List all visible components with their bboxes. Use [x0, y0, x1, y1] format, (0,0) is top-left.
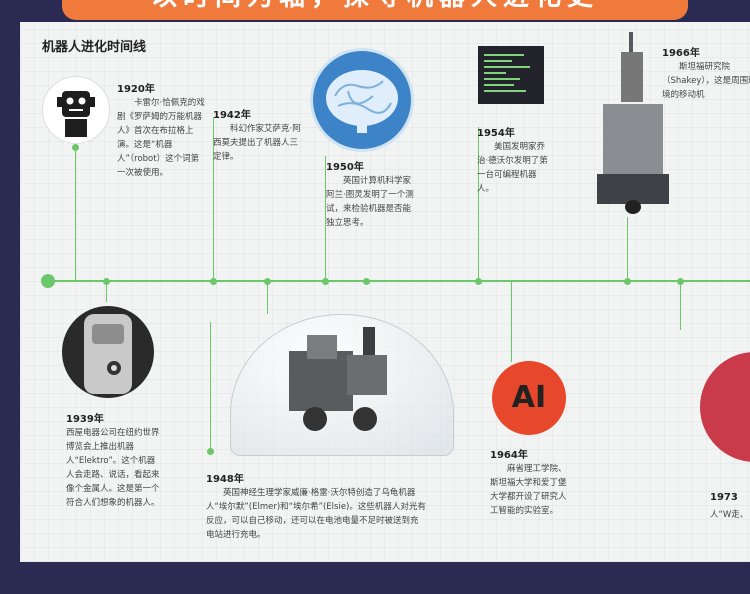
timeline-panel: 机器人进化时间线: [20, 22, 750, 562]
connector-1920: [75, 147, 76, 281]
elektro-image: [62, 306, 154, 398]
turtle-robot-icon: [289, 327, 387, 431]
year-1948: 1948年: [206, 474, 244, 485]
desc-1966: 斯坦福研究院（Shakey），这是周围环境的移动机: [662, 62, 750, 100]
axis-dot-b: [210, 278, 217, 285]
code-screen-image: [478, 46, 544, 104]
brain-icon: [326, 70, 398, 133]
connector-dot-1920: [72, 144, 79, 151]
robot-head-icon: [57, 91, 95, 137]
connector-1950: [325, 156, 326, 281]
axis-dot-g: [624, 278, 631, 285]
elektro-robot-icon: [84, 314, 132, 394]
robot-head-image: [42, 76, 110, 144]
connector-1948b: [267, 282, 268, 314]
axis-dot-h: [677, 278, 684, 285]
brain-image: [310, 48, 414, 152]
axis-dot-a: [103, 278, 110, 285]
connector-1973: [680, 282, 681, 330]
desc-1973: 人“W走、: [710, 510, 749, 520]
connector-1966: [627, 217, 628, 281]
timeline-start-dot: [41, 274, 55, 288]
desc-1942: 科幻作家艾萨克·阿西莫夫提出了机器人三定律。: [213, 124, 301, 162]
connector-1954: [478, 127, 479, 281]
axis-dot-f: [475, 278, 482, 285]
desc-1954: 美国发明家乔治·德沃尔发明了第一台可编程机器人。: [477, 142, 548, 194]
year-1942: 1942年: [213, 110, 251, 121]
timeline-axis: [46, 280, 750, 282]
year-1954: 1954年: [477, 128, 515, 139]
desc-1920: 卡雷尔·恰佩克的戏剧《罗萨姆的万能机器人》首次在布拉格上演。这是“机器人”（ro…: [117, 98, 205, 178]
year-1964: 1964年: [490, 450, 528, 461]
banner-title: 以时间为轴，探寻机器人进化史: [62, 0, 688, 20]
connector-1939: [106, 282, 107, 302]
connector-dot-1948: [207, 448, 214, 455]
shakey-robot-image: [595, 32, 671, 214]
year-1920: 1920年: [117, 84, 155, 95]
connector-1964: [511, 282, 512, 362]
desc-1948: 英国神经生理学家威廉·格雷·沃尔特创造了乌龟机器人“埃尔默”(Elmer)和“埃…: [206, 488, 426, 540]
axis-dot-c: [264, 278, 271, 285]
robot-1973-image: [700, 352, 750, 462]
year-1950: 1950年: [326, 162, 364, 173]
year-1973: 1973: [710, 492, 738, 503]
desc-1950: 英国计算机科学家阿兰·图灵发明了一个测试，来检验机器是否能独立思考。: [326, 176, 414, 228]
axis-dot-e: [363, 278, 370, 285]
desc-1964: 麻省理工学院、斯坦福大学和爱丁堡大学都开设了研究人工智能的实验室。: [490, 464, 567, 516]
ai-badge: AI: [492, 361, 566, 435]
year-1966: 1966年: [662, 48, 700, 59]
connector-1948: [210, 322, 211, 450]
connector-1942: [213, 117, 214, 281]
turtle-robot-dome-image: [230, 314, 454, 456]
desc-1939: 西屋电器公司在纽约世界博览会上推出机器人“Elektro”。这个机器人会走路、说…: [66, 428, 160, 508]
page-title: 机器人进化时间线: [42, 40, 147, 55]
year-1939: 1939年: [66, 414, 104, 425]
axis-dot-d: [322, 278, 329, 285]
